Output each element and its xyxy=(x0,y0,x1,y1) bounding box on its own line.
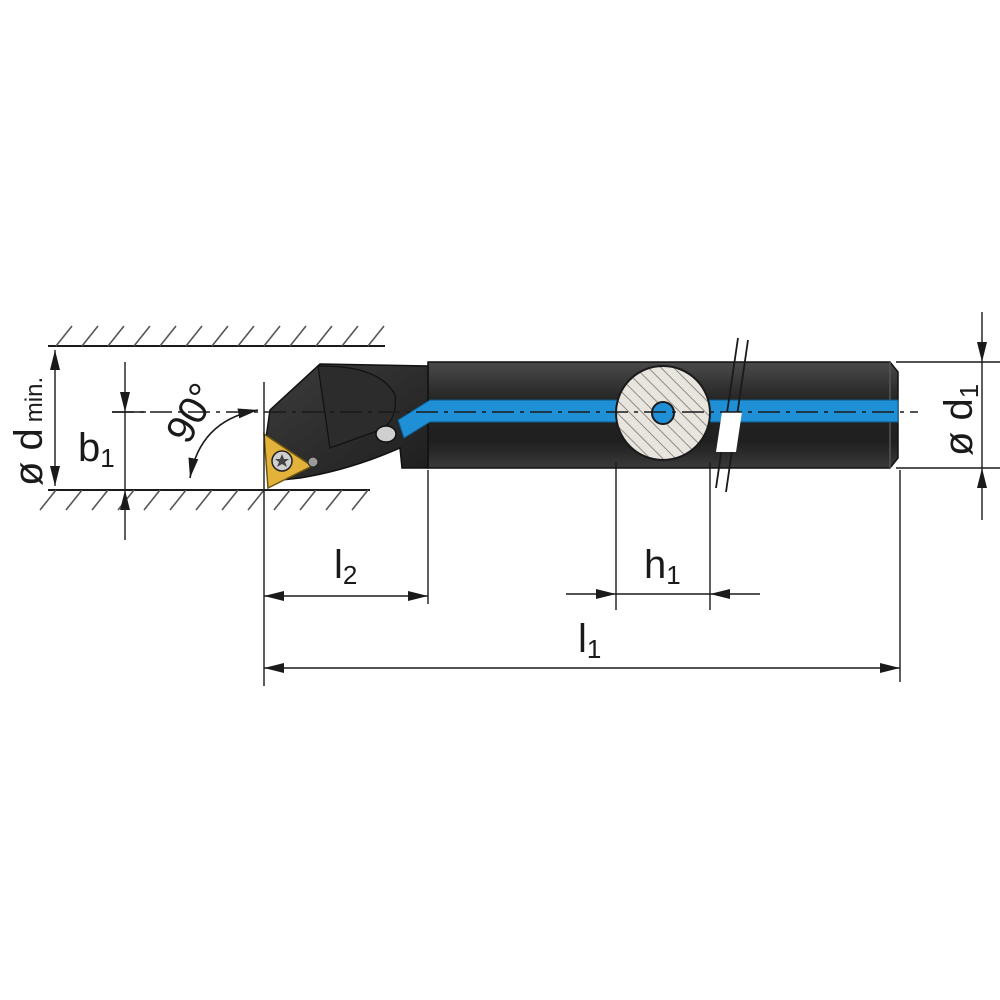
hatch-stroke xyxy=(325,489,343,511)
hatch-stroke xyxy=(185,325,203,347)
hatch-stroke xyxy=(117,489,135,511)
hatch-stroke xyxy=(367,325,385,347)
hatch-stroke xyxy=(55,325,73,347)
dim-d-min-label: ø dmin. xyxy=(7,377,51,486)
hatch-stroke xyxy=(211,325,229,347)
dim-h1: h1 xyxy=(566,543,760,599)
dim-h1-label: h1 xyxy=(644,543,681,590)
dim-l1-label: l1 xyxy=(578,617,601,664)
hatch-stroke xyxy=(351,489,369,511)
dim-l1: l1 xyxy=(264,617,900,673)
hatch-stroke xyxy=(315,325,333,347)
bore-wall-bottom xyxy=(39,489,370,511)
hatch-stroke xyxy=(221,489,239,511)
hatch-stroke xyxy=(263,325,281,347)
dim-l2-label: l2 xyxy=(334,543,357,590)
cross-section-coolant-hole xyxy=(651,401,675,425)
hatch-stroke xyxy=(237,325,255,347)
angle-label: 90° xyxy=(158,376,226,450)
dim-angle: 90° xyxy=(158,376,259,479)
hatch-stroke xyxy=(133,325,151,347)
hatch-stroke xyxy=(169,489,187,511)
hatch-stroke xyxy=(91,489,109,511)
hatch-stroke xyxy=(341,325,359,347)
dim-l2: l2 xyxy=(264,543,428,601)
dim-d1-label: ø d1 xyxy=(937,384,984,456)
hatch-stroke xyxy=(39,489,57,511)
coolant-outlet xyxy=(375,425,397,443)
hatch-stroke xyxy=(81,325,99,347)
hatch-stroke xyxy=(107,325,125,347)
hatch-stroke xyxy=(289,325,307,347)
dim-b1-label: b1 xyxy=(78,426,115,473)
hatch-stroke xyxy=(299,489,317,511)
hatch-stroke xyxy=(247,489,265,511)
boring-bar xyxy=(263,337,899,493)
hatch-stroke xyxy=(195,489,213,511)
dim-d1: ø d1 xyxy=(937,312,987,520)
hatch-stroke xyxy=(65,489,83,511)
bore-wall-top xyxy=(48,325,385,347)
hatch-stroke xyxy=(273,489,291,511)
dim-b1: b1 xyxy=(78,362,130,540)
dim-d-min: ø dmin. xyxy=(7,350,60,486)
hatch-stroke xyxy=(159,325,177,347)
hatch-stroke xyxy=(143,489,161,511)
